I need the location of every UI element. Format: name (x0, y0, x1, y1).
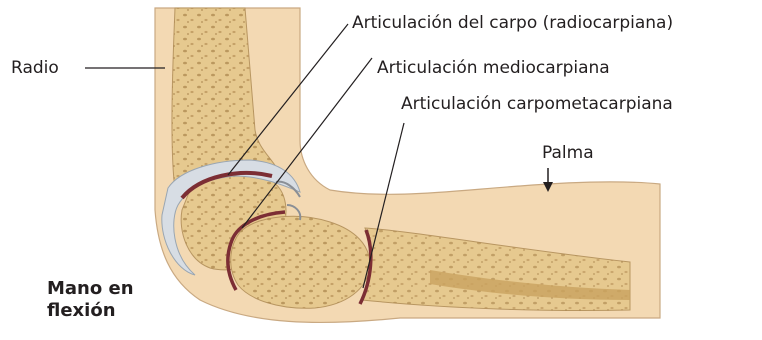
label-radiocarpal-joint: Articulación del carpo (radiocarpiana) (352, 15, 673, 32)
caption-line-2: flexión (47, 302, 116, 320)
label-midcarpal-joint: Articulación mediocarpiana (377, 60, 610, 77)
label-carpometacarpal-joint: Articulación carpometacarpiana (401, 96, 673, 113)
label-radio: Radio (11, 60, 59, 77)
label-palma: Palma (542, 145, 594, 162)
caption-line-1: Mano en (47, 280, 134, 298)
